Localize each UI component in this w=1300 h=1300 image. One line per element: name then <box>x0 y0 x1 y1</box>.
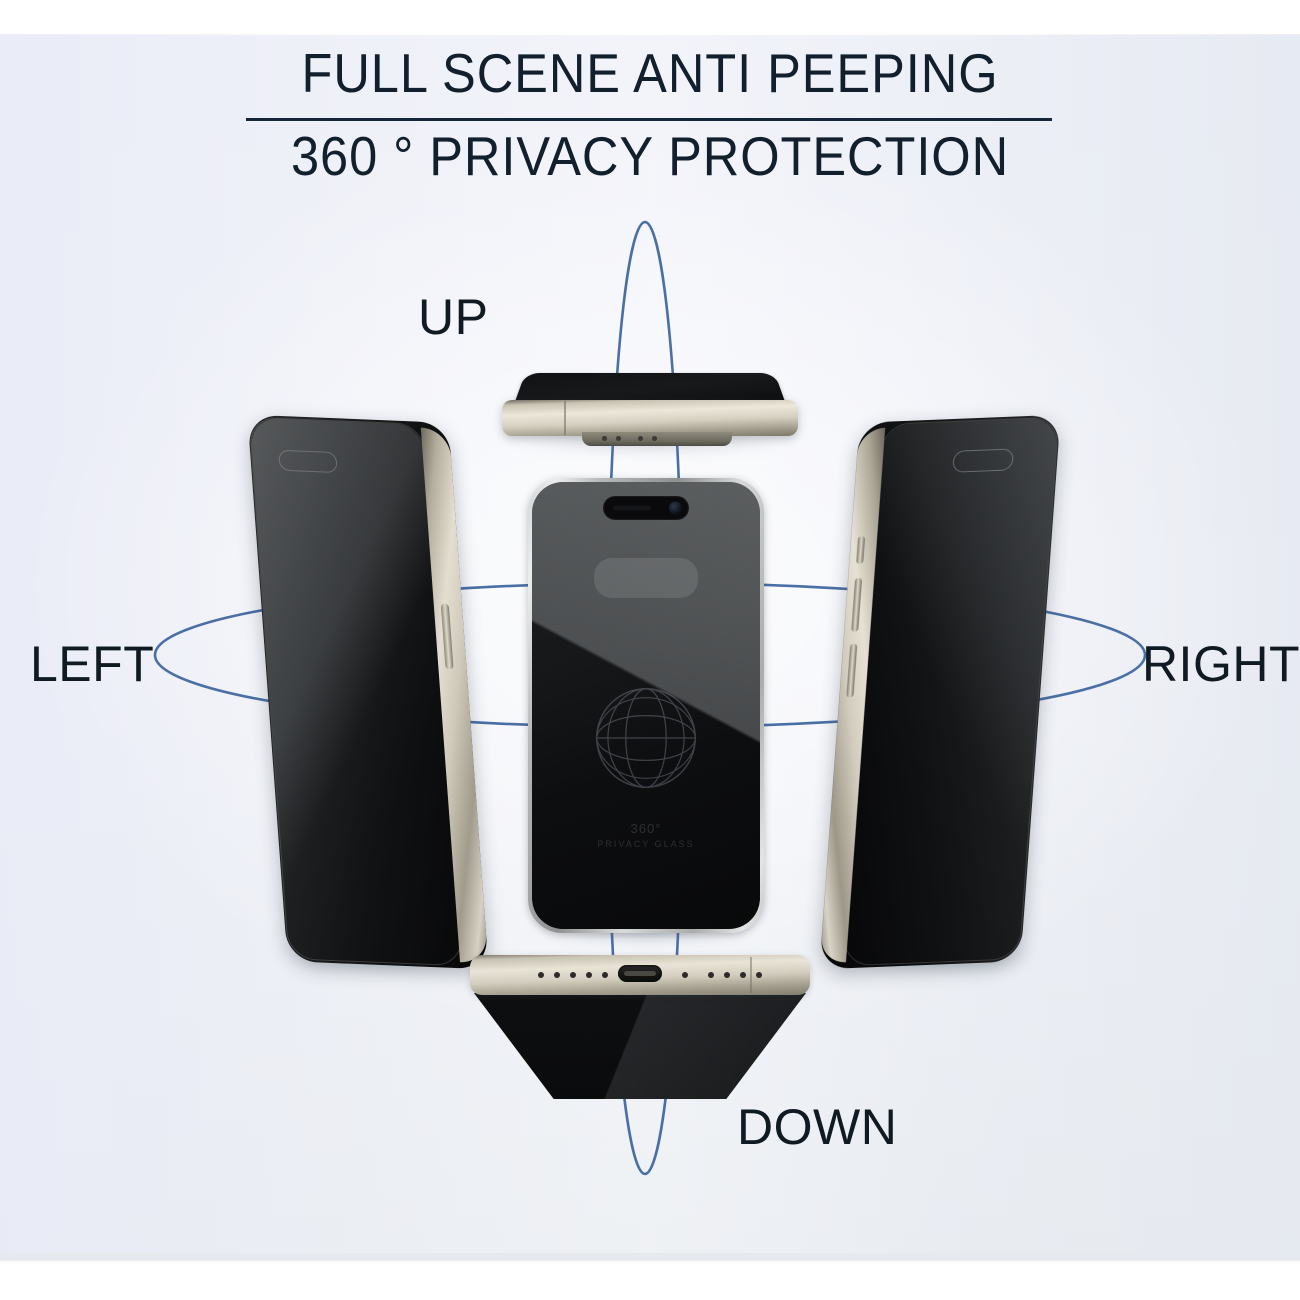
right-phone-dynamic-island <box>952 448 1015 473</box>
usb-c-port-icon <box>618 965 662 982</box>
top-phone-speaker-hole <box>602 436 607 441</box>
direction-label-right: RIGHT <box>1141 636 1300 692</box>
left-phone-dynamic-island <box>278 449 338 474</box>
left-phone-side-button <box>440 603 454 670</box>
top-phone-speaker-hole <box>652 436 657 441</box>
center-phone-frame: 360° PRIVACY GLASS <box>528 478 764 933</box>
bottom-phone-speaker-hole <box>554 972 560 978</box>
direction-label-left: LEFT <box>30 636 155 692</box>
direction-label-up: UP <box>418 289 489 345</box>
bottom-phone-frame <box>470 955 810 995</box>
top-phone-antenna-seam <box>564 401 566 435</box>
right-phone-volume-down-button <box>846 643 858 698</box>
top-phone-speaker-hole <box>616 436 621 441</box>
bottom-phone-speaker-hole <box>602 972 608 978</box>
header-title-block: FULL SCENE ANTI PEEPING 360 ° PRIVACY PR… <box>0 46 1300 184</box>
bottom-phone-speaker-hole <box>724 972 730 978</box>
bottom-phone-speaker-hole <box>756 972 762 978</box>
bottom-phone-speaker-hole <box>740 972 746 978</box>
bottom-phone-glare <box>474 993 806 1099</box>
bottom-phone-speaker-hole <box>538 972 544 978</box>
top-phone-speaker-hole <box>638 436 643 441</box>
bottom-phone-speaker-hole <box>708 972 714 978</box>
bottom-phone-speaker-hole <box>586 972 592 978</box>
center-phone-front-view: 360° PRIVACY GLASS <box>528 478 764 933</box>
bottom-phone-port-view <box>460 955 820 1099</box>
right-phone-action-button <box>856 535 866 565</box>
center-phone-dynamic-island <box>603 496 689 520</box>
direction-label-down: DOWN <box>737 1099 898 1155</box>
top-phone-bottom-edge-view <box>490 358 810 452</box>
left-phone-angled-view <box>247 414 489 970</box>
front-camera-icon <box>669 501 682 515</box>
center-phone-glare <box>532 482 760 929</box>
page-title-line2: 360 ° PRIVACY PROTECTION <box>290 125 1010 187</box>
center-phone-screen: 360° PRIVACY GLASS <box>532 482 760 929</box>
top-phone-frame <box>502 400 798 436</box>
right-phone-volume-up-button <box>851 577 863 632</box>
page-title-line1: FULL SCENE ANTI PEEPING <box>301 42 999 104</box>
bottom-phone-antenna-seam <box>750 957 752 993</box>
bottom-phone-microphone-hole <box>682 972 688 978</box>
title-divider-rule <box>246 118 1052 121</box>
right-phone-angled-view <box>819 414 1061 970</box>
earpiece-speaker-icon <box>613 505 651 511</box>
bottom-phone-speaker-hole <box>570 972 576 978</box>
